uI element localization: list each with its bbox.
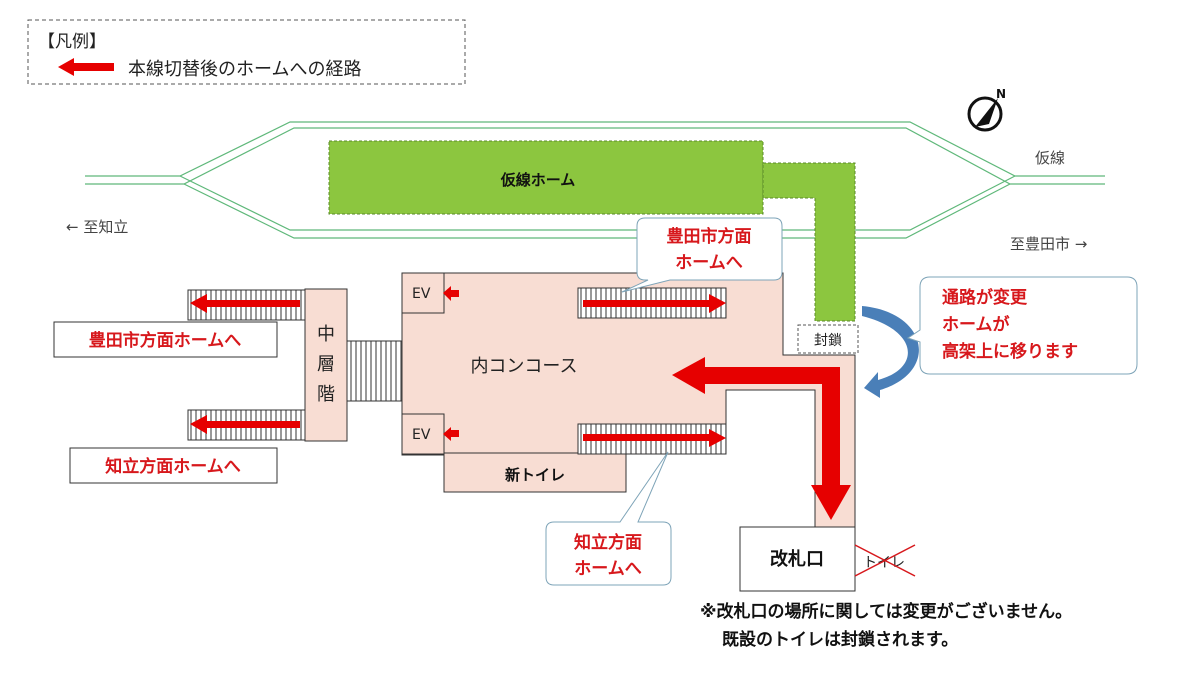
legend: 【凡例】 本線切替後のホームへの経路 (27, 19, 466, 85)
callout-chiryu: 知立方面 ホームへ (545, 451, 672, 586)
ev-top (401, 272, 445, 314)
mezzanine-char-3: 階 (317, 384, 335, 405)
left-stairs (187, 289, 403, 441)
mezzanine-char-1: 中 (317, 324, 335, 345)
destination-chiryu-label: 知立方面ホームへ (104, 456, 241, 477)
callout-change: 通路が変更 ホームが 高架上に移ります (906, 276, 1138, 375)
compass-north-label: N (996, 87, 1006, 101)
callout-chiryu-line1: 知立方面 (573, 532, 642, 553)
gate-label: 改札口 (770, 548, 824, 570)
callout-toyotashi-line1: 豊田市方面 (667, 226, 752, 247)
note-line1: ※改札口の場所に関しては変更がございません。 (700, 601, 1072, 622)
tracks (85, 121, 1105, 239)
destination-chiryu: 知立方面ホームへ (69, 447, 278, 484)
callout-change-line2: ホームが (942, 314, 1010, 335)
closed-tag: 封鎖 (797, 324, 859, 354)
temp-platform: 仮線ホーム (328, 140, 856, 322)
mezzanine: 中 層 階 (304, 288, 348, 442)
legend-title: 【凡例】 (38, 32, 106, 52)
change-arrow-icon (862, 306, 919, 398)
legend-route-arrow (58, 58, 114, 76)
callout-chiryu-line2: ホームへ (574, 559, 642, 579)
new-toilet (443, 452, 627, 493)
concourse-label: 内コンコース (470, 356, 577, 377)
route-arrows (190, 286, 851, 520)
callout-toyotashi: 豊田市方面 ホームへ (621, 217, 783, 293)
temp-platform-label: 仮線ホーム (500, 171, 576, 189)
ticket-gate: 改札口 (739, 526, 856, 592)
ev-bottom (401, 413, 445, 455)
destination-toyotashi: 豊田市方面ホームへ (53, 321, 278, 358)
callout-toyotashi-line2: ホームへ (675, 253, 743, 273)
destination-toyotashi-label: 豊田市方面ホームへ (89, 330, 242, 351)
concourse: 内コンコース EV EV 新トイレ (401, 272, 856, 528)
closed-label: 封鎖 (814, 333, 842, 349)
ev-top-label: EV (412, 286, 431, 302)
legend-box (27, 19, 466, 85)
ev-bottom-label: EV (412, 427, 431, 443)
callout-change-line3: 高架上に移ります (942, 341, 1078, 362)
callout-change-line1: 通路が変更 (942, 287, 1028, 308)
mezzanine-char-2: 層 (317, 354, 335, 375)
to-toyotashi-label: 至豊田市 → (1010, 235, 1087, 253)
note-line2: 既設のトイレは封鎖されます。 (722, 629, 958, 650)
temp-line-label: 仮線 (1035, 149, 1065, 167)
legend-route-label: 本線切替後のホームへの経路 (128, 59, 361, 80)
compass-icon: N (967, 87, 1006, 132)
old-toilet: トイレ (854, 544, 916, 577)
new-toilet-label: 新トイレ (505, 466, 565, 484)
to-chiryu-label: ← 至知立 (66, 218, 128, 236)
